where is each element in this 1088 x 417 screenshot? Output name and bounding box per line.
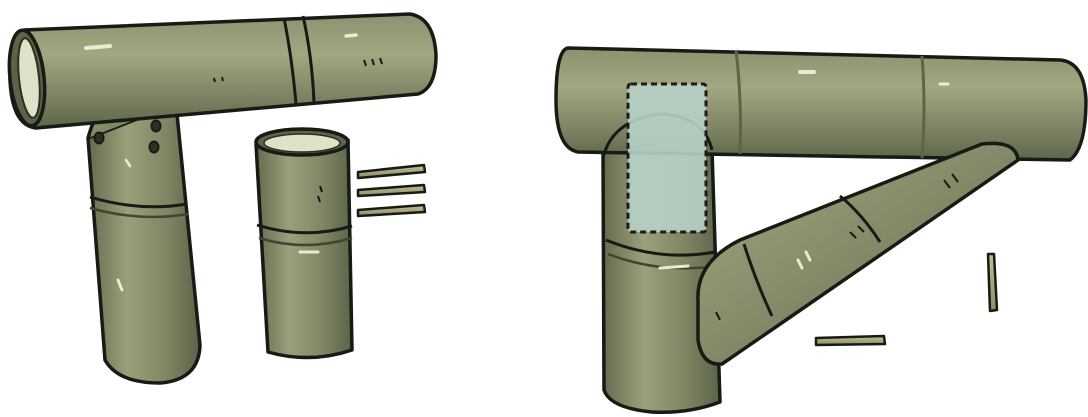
bamboo-t-joint-icon — [5, 14, 436, 383]
wooden-peg-icon — [358, 205, 425, 216]
bamboo-brace-joint-icon — [556, 48, 1086, 412]
bamboo-tube-piece — [256, 129, 352, 358]
pegs-left — [358, 165, 425, 216]
wooden-peg-icon — [988, 254, 997, 311]
wooden-peg-icon — [816, 336, 885, 345]
horizontal-pipe — [5, 14, 436, 128]
vertical-post — [88, 84, 200, 383]
wooden-peg-icon — [358, 185, 425, 196]
wooden-peg-icon — [358, 165, 425, 178]
diagonal-brace — [698, 143, 1018, 364]
dashed-patch-icon — [628, 84, 706, 232]
